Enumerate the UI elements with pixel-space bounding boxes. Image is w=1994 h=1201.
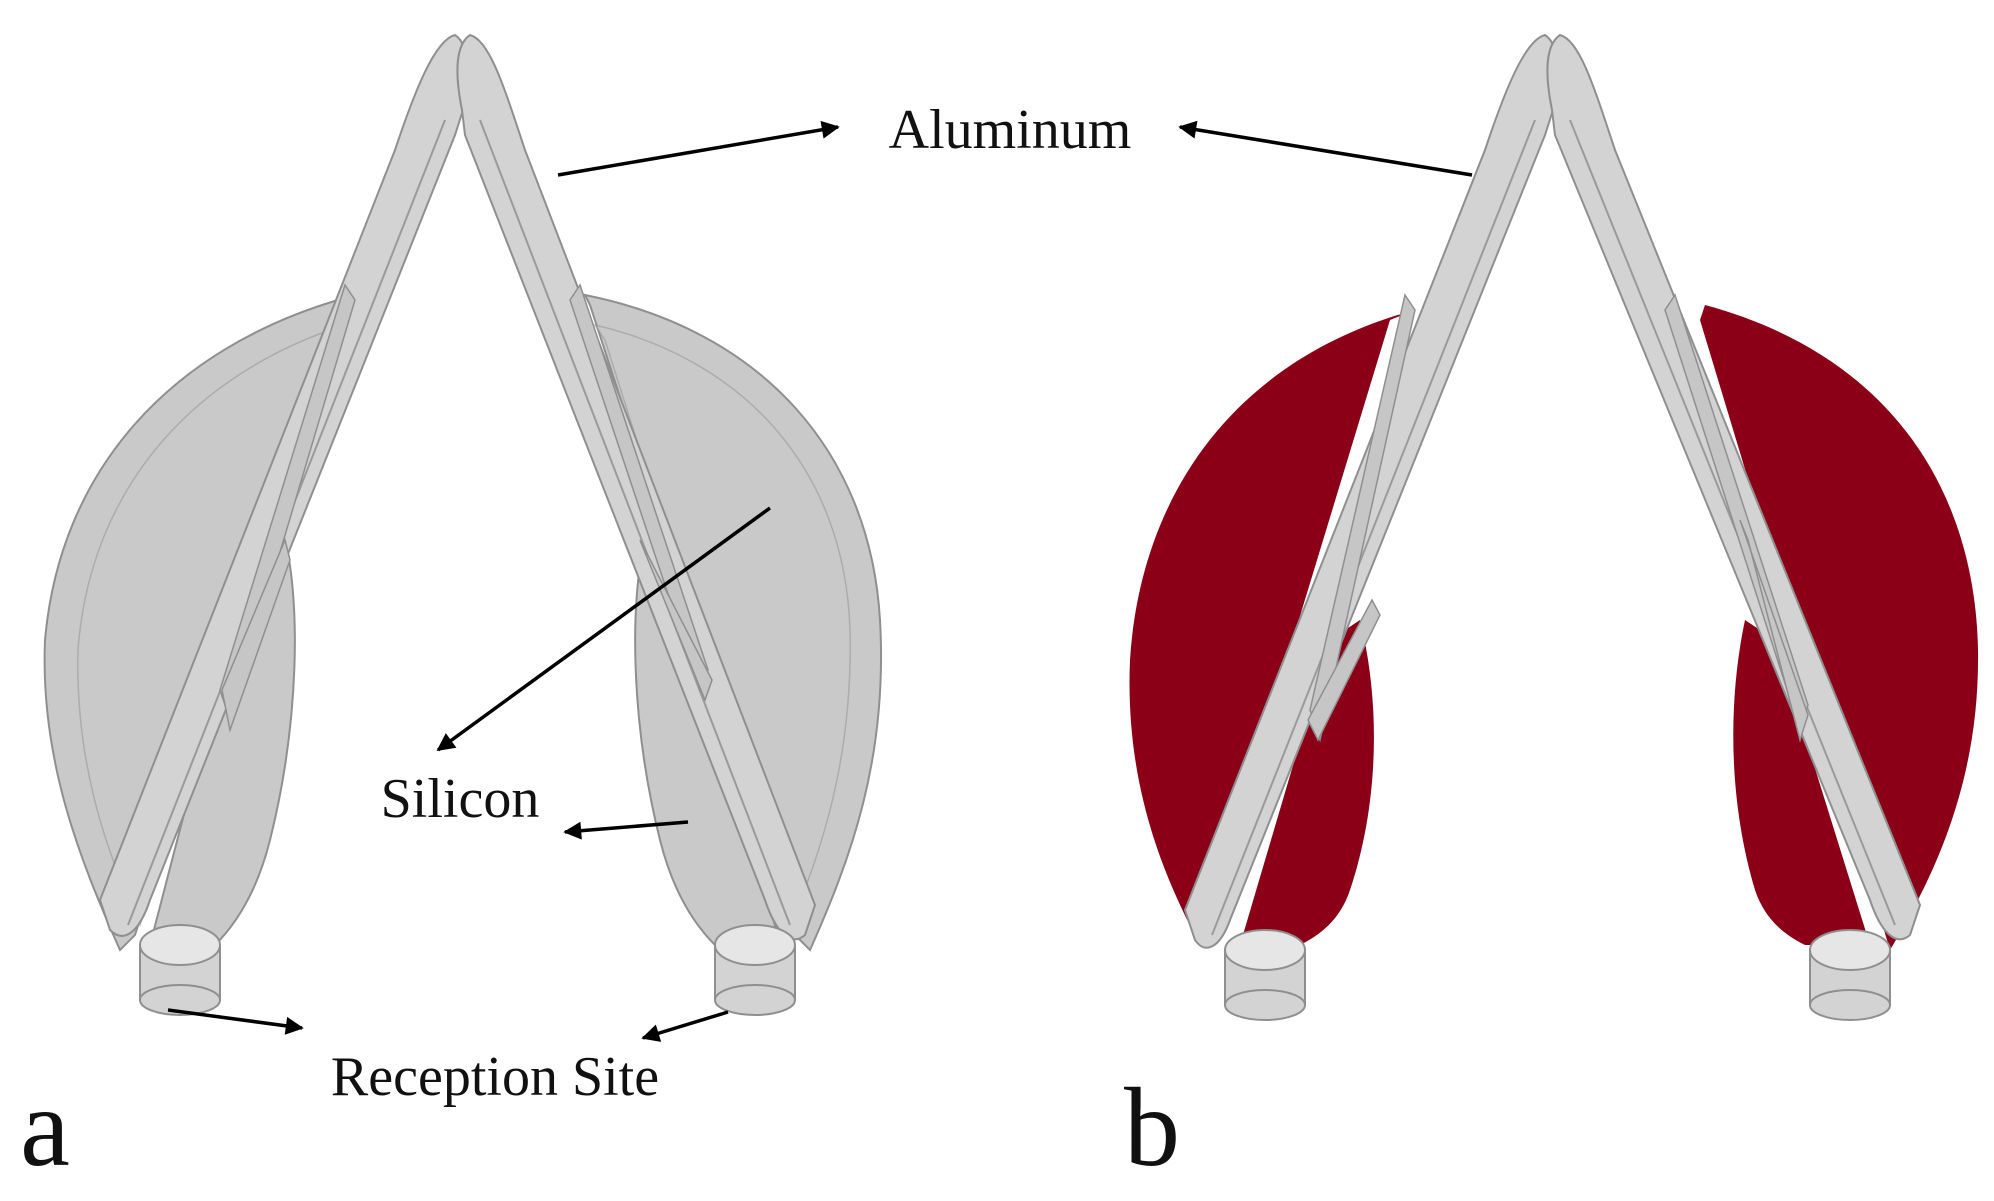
panel-b-silicon-right: [1700, 305, 1979, 950]
panel-label-a: a: [20, 1066, 70, 1190]
arrow-silicon-lobe: [563, 820, 689, 840]
label-aluminum: Aluminum: [889, 99, 1132, 161]
panel-b-aluminum-left-fin: [1309, 293, 1416, 743]
panel-b-reception-site-right: [1809, 929, 1891, 1021]
arrow-silicon-disc: [436, 506, 772, 752]
panel-a-device: [43, 33, 883, 1016]
panel-b-silicon-left-lobe: [1240, 620, 1374, 945]
panel-b-aluminum-left-fin2: [1307, 598, 1381, 742]
callout-arrows: [167, 120, 1473, 1042]
panel-b-silicon-left: [1129, 310, 1415, 945]
panel-a-aluminum-right-edge: [479, 119, 791, 926]
panel-b-aluminum-left-edge: [1211, 119, 1536, 936]
label-silicon: Silicon: [381, 768, 540, 830]
panel-b-aluminum-right-fin2: [1739, 519, 1809, 743]
arrow-aluminum-panel-b: [1178, 120, 1473, 177]
panel-a-reception-site-left: [139, 924, 221, 1016]
panel-b-silicon-right-lobe: [1733, 620, 1870, 945]
panel-b-reception-site-left: [1224, 929, 1306, 1021]
label-reception-site: Reception Site: [331, 1046, 659, 1108]
arrow-reception-site-right: [641, 1010, 729, 1042]
panel-b-aluminum-right-edge: [1569, 119, 1896, 926]
panel-a-reception-site-right: [714, 924, 796, 1016]
arrow-reception-site-left: [167, 1008, 304, 1035]
panel-label-b: b: [1124, 1066, 1180, 1190]
panel-b-device: [1129, 33, 1979, 1021]
panel-a-silicon-right-inner: [593, 323, 851, 928]
panel-a-aluminum-right-fin2: [639, 539, 713, 703]
panel-a-aluminum-right-fin: [569, 283, 709, 693]
panel-a-aluminum-left-fin2: [221, 537, 291, 733]
arrow-aluminum-panel-a: [557, 120, 840, 177]
